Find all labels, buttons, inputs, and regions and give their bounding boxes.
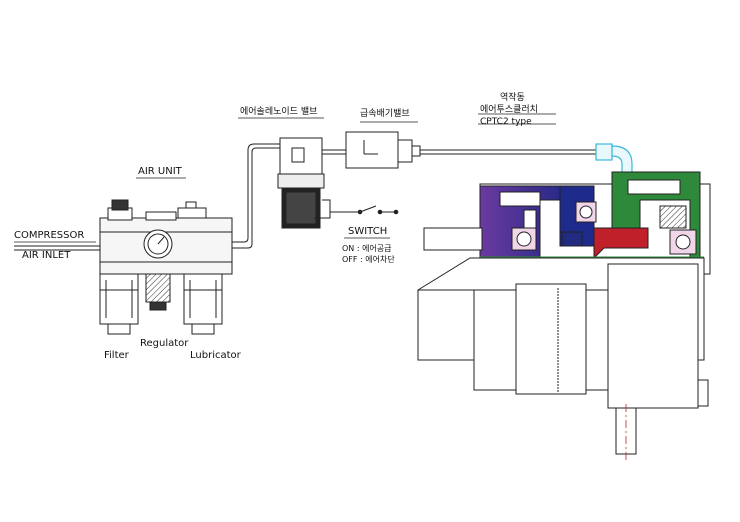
regulator-label: Regulator	[140, 338, 189, 349]
switch-label: SWITCH	[348, 226, 388, 237]
valve-pipe	[322, 149, 346, 155]
switch-off-label: OFF : 에어차단	[342, 255, 395, 264]
clutch-assembly	[417, 171, 711, 460]
supply-pipe	[232, 143, 280, 249]
air-unit-label: AIR UNIT	[138, 166, 182, 177]
switch-wiring	[314, 199, 399, 219]
filter-label: Filter	[104, 350, 129, 361]
clutch-label-line1: 역작동	[500, 93, 525, 103]
inlet-pipe	[14, 245, 100, 251]
air-unit	[99, 199, 233, 335]
solenoid-valve-label: 에어솔레노이드 밸브	[240, 107, 318, 117]
quick-exhaust-valve-label: 급속배기밸브	[360, 109, 410, 119]
lubricator-label: Lubricator	[190, 350, 241, 361]
clutch-type-label: CPTC2 type	[480, 117, 532, 127]
switch-on-label: ON : 에어공급	[342, 244, 392, 253]
clutch-label-line2: 에어투스클러치	[480, 105, 538, 115]
quick-exhaust-valve	[345, 131, 421, 169]
compressor-label: COMPRESSOR	[14, 230, 85, 241]
leader-lines	[14, 113, 556, 243]
air-inlet-label: AIR INLET	[22, 250, 71, 261]
clutch-feed-pipe	[420, 149, 604, 155]
solenoid-valve	[277, 137, 325, 229]
